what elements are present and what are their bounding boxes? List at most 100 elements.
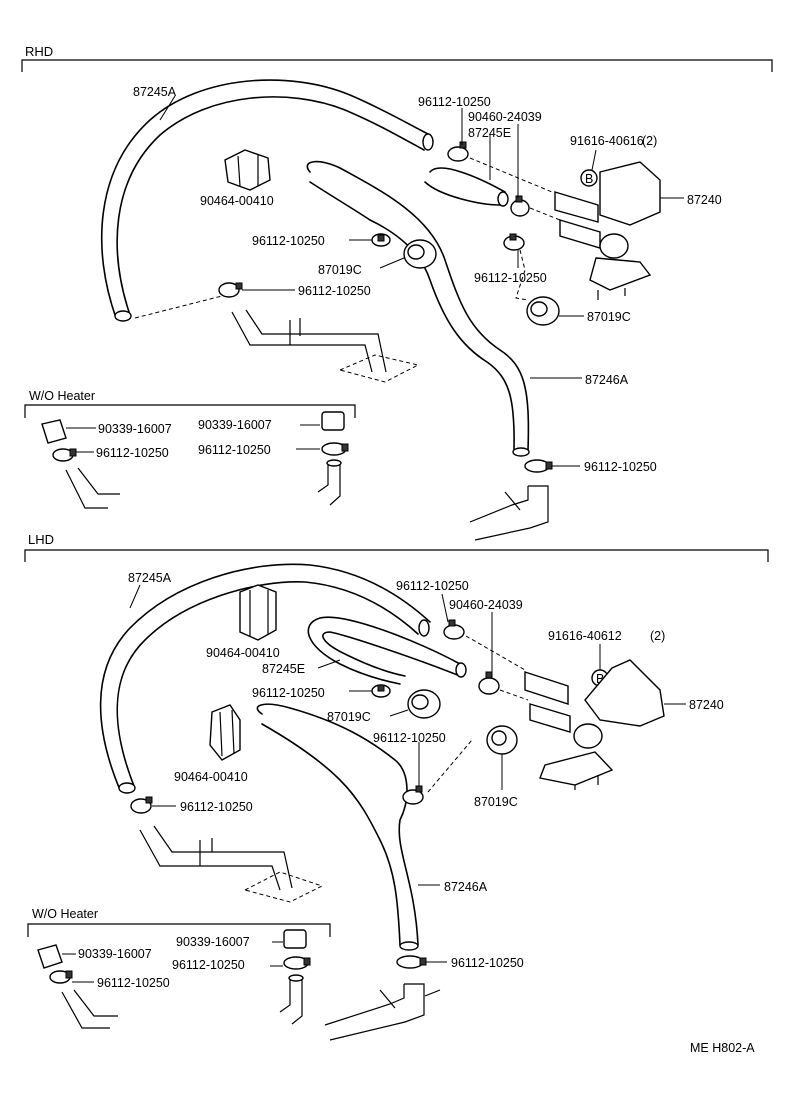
lhd-wo-pipe-a — [61, 989, 118, 1029]
lhd-wo-heater-title: W/O Heater — [32, 907, 98, 921]
rhd-label-clamp-top: 96112-10250 — [418, 95, 491, 109]
rhd-label-wo-plug-b: 90339-16007 — [198, 418, 272, 432]
rhd-wo-pipe-a — [65, 467, 120, 509]
rhd-wo-heater-title: W/O Heater — [29, 389, 95, 403]
rhd-bolt-mark: B — [585, 172, 593, 186]
rhd-clip-90464 — [224, 149, 271, 191]
rhd-bottom-pipe — [469, 485, 549, 541]
lhd-label-wo-clamp-a: 96112-10250 — [97, 976, 170, 990]
rhd-label-wo-plug-a: 90339-16007 — [98, 422, 172, 436]
rhd-clamp-mid-b — [503, 233, 525, 251]
lhd-wo-clamp-a — [49, 970, 73, 984]
rhd-label-87245E: 87245E — [468, 126, 511, 140]
lhd-clip-90464-b — [209, 704, 241, 761]
lhd-label-wo-plug-b: 90339-16007 — [176, 935, 250, 949]
rhd-hose-87245A — [100, 79, 434, 322]
rhd-label-87240: 87240 — [687, 193, 722, 207]
lhd-clamp-top — [443, 619, 465, 640]
lhd-label-87019C-b: 87019C — [474, 795, 518, 809]
lhd-leader-87245A — [129, 584, 141, 609]
footer-code: ME H802-A — [690, 1041, 755, 1055]
rhd-label-wo-clamp-a: 96112-10250 — [96, 446, 169, 460]
lhd-clamp-left — [130, 796, 153, 814]
rhd-wo-clamp-b — [321, 442, 349, 456]
lhd-wo-plug-a — [37, 944, 63, 969]
rhd-wo-pipe-b — [317, 462, 341, 506]
lhd-heater-pipe — [139, 825, 324, 903]
lhd-clip-90464-a — [239, 584, 277, 641]
lhd-clamp-bottom — [396, 955, 427, 969]
rhd-clamp-left — [218, 282, 243, 298]
lhd-hose-87245E — [307, 616, 467, 685]
lhd-clamp-mid-b — [402, 785, 424, 805]
lhd-title: LHD — [28, 532, 54, 547]
rhd-label-87019C-a: 87019C — [318, 263, 362, 277]
rhd-label-wo-clamp-b: 96112-10250 — [198, 443, 271, 457]
rhd-label-90460: 90460-24039 — [468, 110, 542, 124]
lhd-hose-87246A — [256, 703, 419, 951]
rhd-wo-clamp-a — [52, 448, 77, 462]
rhd-leader-bolt — [591, 149, 597, 171]
rhd-label-87019C-b: 87019C — [587, 310, 631, 324]
lhd-label-87245E: 87245E — [262, 662, 305, 676]
lhd-label-91616: 91616-40612 — [548, 629, 622, 643]
lhd-label-wo-plug-a: 90339-16007 — [78, 947, 152, 961]
lhd-section: LHD 87245A 90464-00410 87245E — [24, 532, 769, 1041]
lhd-label-90460: 90460-24039 — [449, 598, 523, 612]
rhd-clamp-mid-a — [371, 233, 391, 247]
rhd-label-87245A: 87245A — [133, 85, 177, 99]
lhd-wo-heater-box: W/O Heater 90339-16007 96112-10250 90339… — [27, 907, 331, 1029]
lhd-label-87240: 87240 — [689, 698, 724, 712]
lhd-label-87246A: 87246A — [444, 880, 488, 894]
lhd-label-clamp-mid-b: 96112-10250 — [373, 731, 446, 745]
lhd-leader-87245E — [317, 659, 341, 669]
lhd-label-87245A: 87245A — [128, 571, 172, 585]
rhd-label-91616: 91616-40616 — [570, 134, 644, 148]
rhd-clamp-top — [447, 141, 469, 162]
rhd-section: RHD 87245A 90464-00410 87246A — [21, 44, 773, 541]
lhd-label-90464-a: 90464-00410 — [206, 646, 280, 660]
lhd-bolt-mark: B — [596, 672, 604, 686]
lhd-hose-87245A — [99, 563, 431, 794]
rhd-label-90464: 90464-00410 — [200, 194, 274, 208]
rhd-leader-87019C-a — [379, 257, 405, 269]
rhd-label-87246A: 87246A — [585, 373, 629, 387]
rhd-clamp-bottom — [524, 459, 553, 473]
rhd-grommet-87019C-a — [403, 239, 437, 269]
lhd-grommet-87019C-a — [407, 689, 441, 719]
rhd-wo-heater-box: W/O Heater 90339-16007 96112-10250 90339… — [24, 389, 356, 509]
lhd-leader-clamp-top — [441, 593, 449, 623]
lhd-label-90464-b: 90464-00410 — [174, 770, 248, 784]
lhd-water-valve-87240 — [524, 659, 665, 790]
lhd-leader-87019C-a — [389, 709, 409, 717]
rhd-bolt-b-icon — [580, 169, 598, 187]
rhd-heater-pipe — [231, 309, 420, 383]
rhd-label-clamp-bottom: 96112-10250 — [584, 460, 657, 474]
lhd-label-wo-clamp-b: 96112-10250 — [172, 958, 245, 972]
lhd-label-clamp-top: 96112-10250 — [396, 579, 469, 593]
lhd-bottom-pipe — [324, 983, 441, 1041]
rhd-wo-plug-b — [321, 411, 345, 431]
lhd-label-clamp-mid-a: 96112-10250 — [252, 686, 325, 700]
lhd-bracket-line — [24, 549, 769, 562]
lhd-wo-plug-b — [283, 929, 307, 949]
lhd-clamp-mid-a — [371, 684, 391, 698]
lhd-label-clamp-left: 96112-10250 — [180, 800, 253, 814]
lhd-wo-pipe-b — [279, 976, 303, 1025]
rhd-leader-87245A — [159, 95, 176, 121]
lhd-label-bolt-qty: (2) — [650, 629, 665, 643]
rhd-grommet-90460 — [510, 195, 530, 217]
rhd-bracket-line — [21, 59, 773, 72]
lhd-label-clamp-bottom: 96112-10250 — [451, 956, 524, 970]
lhd-grommet-87019C-b — [486, 725, 518, 755]
rhd-label-clamp-left: 96112-10250 — [298, 284, 371, 298]
rhd-label-clamp-mid-a: 96112-10250 — [252, 234, 325, 248]
rhd-hose-87246A — [306, 160, 530, 457]
rhd-hose-87245E — [424, 167, 509, 207]
rhd-label-bolt-qty: (2) — [642, 134, 657, 148]
lhd-wo-clamp-b — [283, 956, 311, 970]
lhd-grommet-90460 — [478, 671, 500, 695]
rhd-water-valve-87240 — [554, 161, 661, 300]
rhd-label-clamp-mid-b: 96112-10250 — [474, 271, 547, 285]
